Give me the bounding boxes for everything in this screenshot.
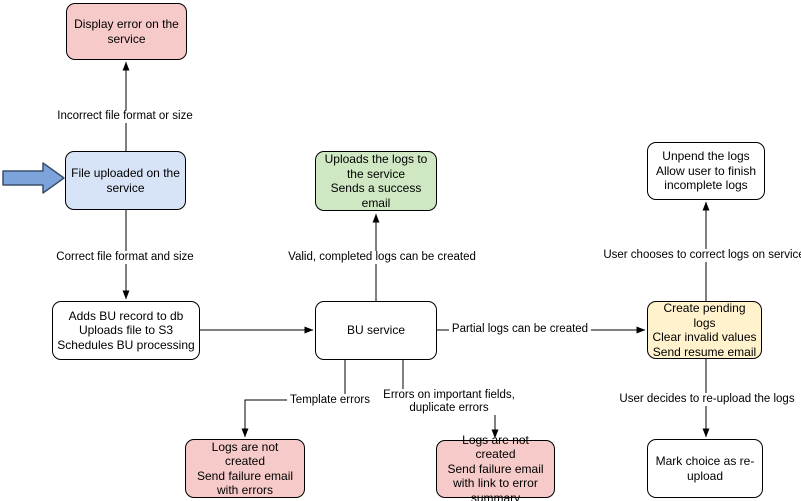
node-logs-not-created-errors: Logs are not created Send failure email … [185,439,305,498]
entry-pointer-arrow-icon [2,162,65,194]
edge-label-valid-logs: Valid, completed logs can be created [285,251,479,264]
node-mark-choice-reupload: Mark choice as re- upload [647,439,763,498]
edge-label-correct-format: Correct file format and size [53,251,197,264]
node-unpend-logs: Unpend the logs Allow user to finish inc… [647,142,765,200]
edge-label-partial-logs: Partial logs can be created [448,323,592,336]
edge-label-important-fields: Errors on important fields, duplicate er… [380,389,518,415]
node-display-error: Display error on the service [66,3,187,60]
node-file-uploaded: File uploaded on the service [65,151,186,210]
edge-label-template-errors: Template errors [287,394,373,407]
edge-label-user-chooses: User chooses to correct logs on service [600,249,801,262]
node-logs-not-created-summary: Logs are not created Send failure email … [436,433,555,501]
node-bu-service: BU service [315,301,437,360]
node-create-pending-logs: Create pending logs Clear invalid values… [647,301,762,359]
node-adds-bu-record: Adds BU record to db Uploads file to S3 … [52,301,200,360]
edge-label-incorrect-format: Incorrect file format or size [54,110,196,123]
node-uploads-logs: Uploads the logs to the service Sends a … [315,151,437,211]
edge-label-user-decides: User decides to re-upload the logs [616,393,798,406]
